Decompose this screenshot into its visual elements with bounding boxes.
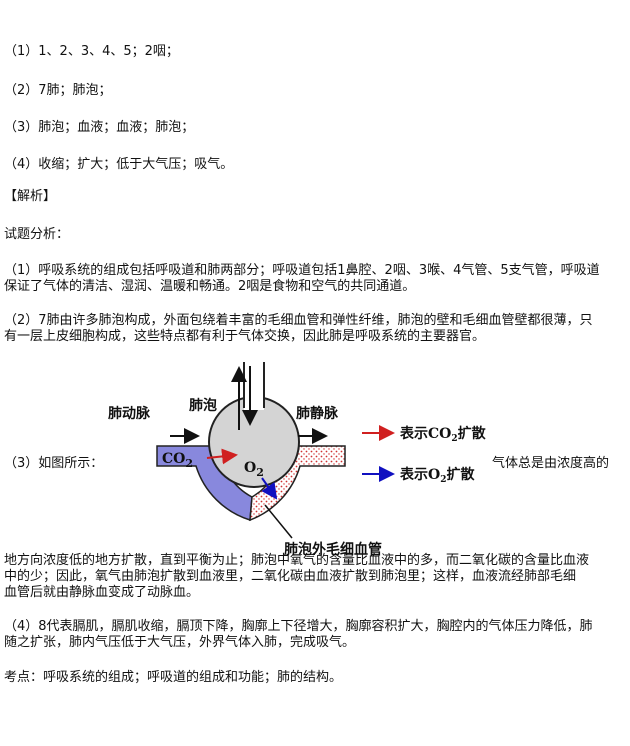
paragraph-2-line: 有一层上皮细胞构成，这些特点都有利于气体交换，因此肺是呼吸系统的主要器官。	[4, 329, 486, 344]
paragraph-3-line: 血管后就由静脉血变成了动脉血。	[4, 585, 200, 600]
co2-diffusion-arrow	[206, 448, 238, 465]
co2-label: CO2	[162, 451, 193, 470]
paragraph-3-continued: 地方向浓度低的地方扩散，直到平衡为止；肺泡中氧气的含量比血液中的多，而二氧化碳的…	[4, 553, 626, 601]
capillary-label: 肺泡外毛细血管	[284, 541, 382, 558]
paragraph-4: （4）8代表膈肌，膈肌收缩，膈顶下降，胸廓上下径增大，胸廓容积扩大，胸腔内的气体…	[4, 619, 626, 651]
o2-label: O2	[244, 460, 264, 479]
paragraph-1-line: 保证了气体的清洁、湿润、温暖和畅通。2咽是食物和空气的共同通道。	[4, 279, 416, 294]
paragraph-3-suffix: 气体总是由浓度高的	[492, 456, 610, 471]
answer-2: （2）7肺；肺泡；	[4, 83, 112, 98]
paragraph-3-line: 中的少；因此，氧气由肺泡扩散到血液里，二氧化碳由血液扩散到肺泡里；这样，血液流经…	[4, 569, 577, 584]
airway-tube	[244, 362, 264, 410]
legend-o2-text: 表示O2扩散	[399, 466, 475, 485]
paragraph-2: （2）7肺由许多肺泡构成，外面包绕着丰富的毛细血管和弹性纤维，肺泡的壁和毛细血管…	[4, 313, 626, 345]
alveolus-label: 肺泡	[189, 397, 217, 414]
paragraph-4-line: 随之扩张，肺内气压低于大气压，外界气体入肺，完成吸气。	[4, 635, 356, 650]
legend-co2-text: 表示CO2扩散	[399, 425, 487, 444]
paragraph-4-line: （4）8代表膈肌，膈肌收缩，膈顶下降，胸廓上下径增大，胸廓容积扩大，胸腔内的气体…	[4, 619, 593, 634]
analysis-heading: 【解析】	[4, 189, 57, 204]
analysis-intro: 试题分析：	[4, 227, 70, 242]
kaodian-line: 考点：呼吸系统的组成；呼吸道的组成和功能；肺的结构。	[4, 670, 343, 685]
answer-4: （4）收缩；扩大；低于大气压；吸气。	[4, 157, 234, 172]
artery-label: 肺动脉	[108, 405, 151, 422]
paragraph-1: （1）呼吸系统的组成包括呼吸道和肺两部分；呼吸道包括1鼻腔、2咽、3喉、4气管、…	[4, 263, 626, 295]
alveolus-gas-exchange-diagram: 肺动脉 肺泡 肺静脉 CO2 O2 肺泡外毛细血管 表示CO2扩散 表示O2扩散	[108, 362, 487, 558]
answer-3: （3）肺泡；血液；血液；肺泡；	[4, 120, 195, 135]
paragraph-2-line: （2）7肺由许多肺泡构成，外面包绕着丰富的毛细血管和弹性纤维，肺泡的壁和毛细血管…	[4, 313, 593, 328]
paragraph-3-line: 地方向浓度低的地方扩散，直到平衡为止；肺泡中氧气的含量比血液中的多，而二氧化碳的…	[4, 553, 590, 568]
paragraph-1-line: （1）呼吸系统的组成包括呼吸道和肺两部分；呼吸道包括1鼻腔、2咽、3喉、4气管、…	[4, 263, 600, 278]
answer-1: （1）1、2、3、4、5；2咽；	[4, 44, 179, 59]
capillary-pointer-line	[264, 504, 293, 539]
vein-label: 肺静脉	[296, 405, 339, 422]
paragraph-3-prefix: （3）如图所示：	[4, 456, 104, 471]
o2-diffusion-arrow	[261, 477, 278, 500]
